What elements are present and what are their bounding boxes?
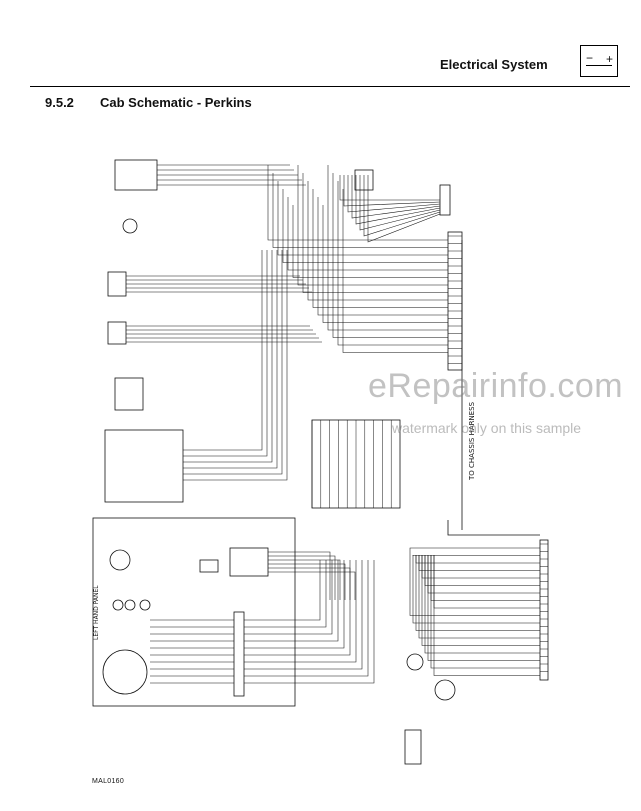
lower-wire <box>430 555 540 669</box>
watermark-brand: eRepairinfo.com <box>368 367 624 405</box>
top-wire <box>363 175 441 237</box>
relay-wire <box>268 551 331 600</box>
central-relay <box>229 547 269 577</box>
switch-wire <box>183 250 263 451</box>
relay-box-3 <box>107 321 127 345</box>
top-wire <box>347 175 441 213</box>
panel-wire <box>244 560 345 649</box>
panel-dial <box>102 649 148 695</box>
switch-wire <box>183 250 273 463</box>
harness-wire <box>272 173 448 248</box>
harness-wire <box>302 173 448 293</box>
lower-wire <box>409 555 540 616</box>
harness-wire <box>267 165 448 241</box>
panel-wire <box>244 560 375 684</box>
lower-wire <box>433 555 540 676</box>
lower-wire <box>415 555 540 564</box>
relay-wire <box>268 559 341 600</box>
panel-wire <box>244 560 327 628</box>
panel-wire <box>244 560 339 642</box>
lower-wire <box>427 555 540 594</box>
panel-gauge-4 <box>139 599 151 611</box>
harness-wire <box>287 197 448 271</box>
harness-wire <box>307 181 448 301</box>
lower-wire <box>421 555 540 579</box>
harness-wire <box>277 181 448 256</box>
relay-wire <box>268 563 346 600</box>
top-wire <box>355 175 441 225</box>
relay-box-1 <box>114 159 158 191</box>
switch-wire <box>183 250 268 457</box>
battery-terminal-bar <box>586 65 612 71</box>
battery-negative-sign: − <box>586 51 594 65</box>
panel-wire <box>244 560 369 677</box>
small-connector <box>199 559 219 573</box>
lower-wire <box>418 555 540 639</box>
main-connector <box>447 231 463 371</box>
panel-wire <box>244 560 363 670</box>
left-panel-label: LEFT HAND PANEL <box>93 585 100 640</box>
relay-wire <box>268 571 356 600</box>
top-wire <box>359 175 441 231</box>
harness-wire <box>327 165 448 331</box>
battery-icon: − + <box>580 45 618 77</box>
section-number: 9.5.2 <box>45 95 74 110</box>
top-right-connector <box>439 184 451 216</box>
bottom-plug <box>404 729 422 765</box>
panel-wire <box>244 560 357 663</box>
panel-wire <box>244 560 321 621</box>
harness-wire <box>322 205 448 323</box>
chassis-harness-label: TO CHASSIS HARNESS <box>468 401 476 481</box>
panel-gauge-1 <box>109 549 131 571</box>
panel-wire <box>244 560 333 635</box>
top-wire <box>351 175 441 219</box>
lower-wire <box>412 555 540 624</box>
panel-gauge-2 <box>112 599 124 611</box>
left-hand-panel <box>92 517 296 707</box>
bottom-sensor-1 <box>406 653 424 671</box>
lower-wire <box>409 547 540 555</box>
switch-wire <box>183 250 288 481</box>
harness-wire <box>337 181 448 346</box>
panel-gauge-3 <box>124 599 136 611</box>
harness-wire <box>332 173 448 338</box>
watermark-note: watermark only on this sample <box>392 420 582 436</box>
relay-wire <box>268 555 336 600</box>
central-connector <box>233 611 245 697</box>
switch-panel <box>104 429 184 503</box>
bottom-sensor-2 <box>434 679 456 701</box>
top-wire <box>339 175 440 201</box>
lower-wire <box>412 555 540 556</box>
header-divider <box>30 86 630 87</box>
lower-wire <box>415 555 540 631</box>
switch-wire <box>183 250 283 475</box>
relay-wire <box>268 567 351 600</box>
harness-wire <box>342 189 448 353</box>
top-wire <box>367 175 441 243</box>
harness-wire <box>297 165 448 286</box>
harness-wire <box>282 189 448 263</box>
lower-right-connector <box>539 539 549 681</box>
relay-box-2 <box>107 271 127 297</box>
lower-wire <box>427 555 540 661</box>
battery-positive-sign: + <box>605 52 613 66</box>
switch-wire <box>183 250 278 469</box>
lower-wire <box>424 555 540 654</box>
harness-wire <box>317 197 448 316</box>
harness-wire <box>312 189 448 308</box>
document-code: MAL0160 <box>92 778 125 785</box>
relay-box-4 <box>114 377 144 411</box>
section-title: Cab Schematic - Perkins <box>100 95 252 110</box>
harness-wire <box>292 205 448 278</box>
section-header-title: Electrical System <box>440 57 548 72</box>
lower-wire <box>421 555 540 646</box>
switch-1 <box>122 218 138 234</box>
top-wire <box>343 175 441 207</box>
